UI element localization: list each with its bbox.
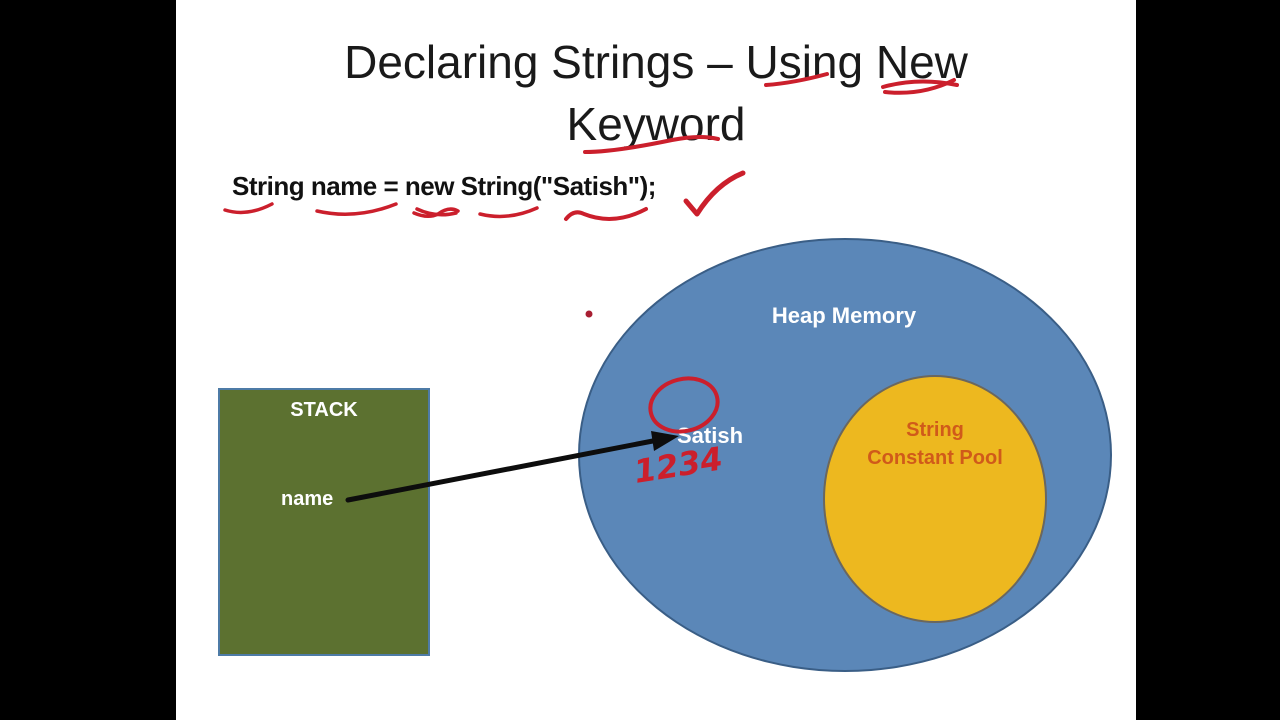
string-constant-pool-label: String Constant Pool: [835, 416, 1035, 472]
stack-variable-name: name: [281, 488, 334, 510]
slide-title-line1: Declaring Strings – Using New: [344, 36, 968, 88]
code-statement: String name = new String("Satish");: [232, 171, 656, 201]
slide-title: Declaring Strings – Using New Keyword: [176, 31, 1136, 155]
heap-object-value: Satish: [677, 423, 744, 448]
pool-label-line1: String: [906, 419, 964, 441]
letterbox-left: [0, 0, 176, 720]
string-constant-pool-ellipse: [823, 375, 1047, 623]
heap-memory-label: Heap Memory: [771, 303, 917, 328]
pool-label-line2: Constant Pool: [867, 447, 1003, 469]
stack-label: STACK: [290, 399, 358, 421]
stack-box: STACK: [218, 388, 430, 656]
slide-title-line2: Keyword: [566, 98, 746, 150]
letterbox-right: [1136, 0, 1280, 720]
slide-canvas: Declaring Strings – Using New Keyword St…: [176, 0, 1136, 720]
